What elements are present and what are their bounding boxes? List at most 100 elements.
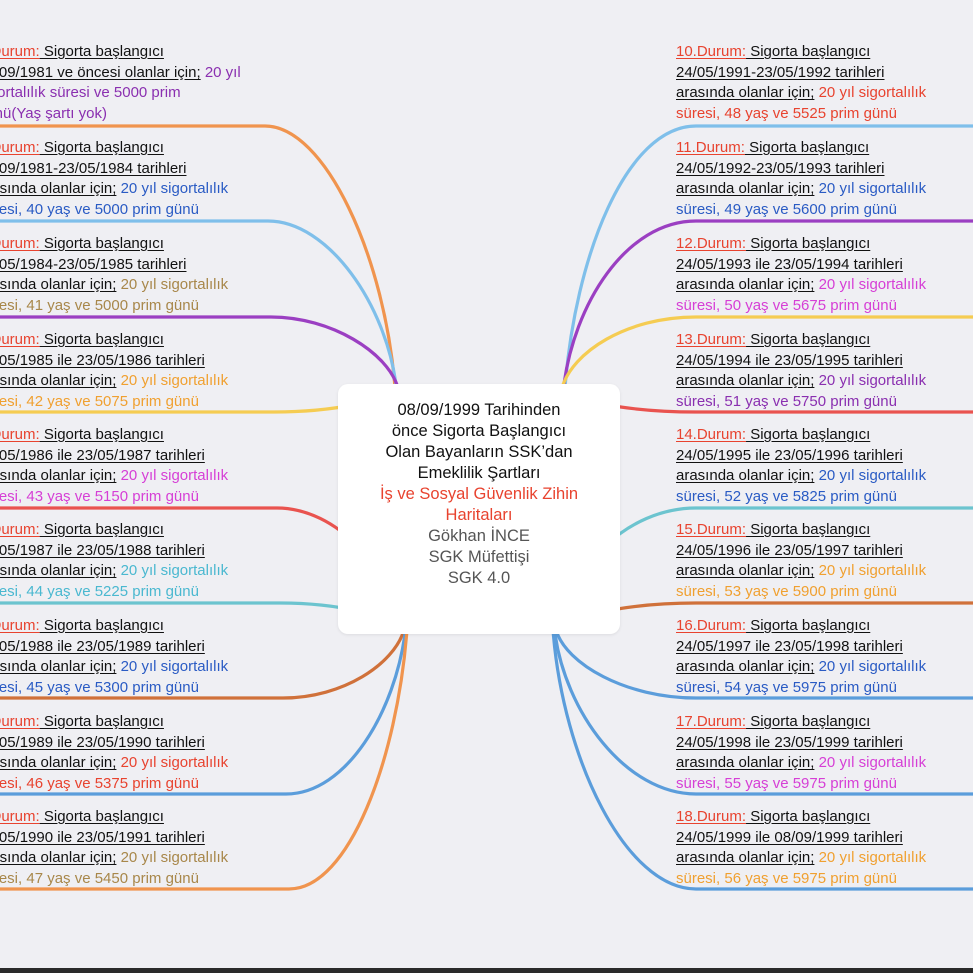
date-range: 24/05/1984-23/05/1985 tarihleri [0,255,187,273]
connector-line-9 [0,628,409,891]
durum-heading: Sigorta başlangıcı [744,139,870,156]
durum-heading: Sigorta başlangıcı [746,331,871,348]
applies-to-text: arasında olanlar için; [676,276,815,293]
date-range: 24/05/1985 ile 23/05/1986 tarihleri [0,351,205,369]
condition-text: süresi, 42 yaş ve 5075 prim günü [0,392,199,410]
connector-line-3 [0,315,400,390]
durum-heading: Sigorta başlangıcı [39,808,164,825]
condition-text: süresi, 44 yaş ve 5225 prim günü [0,582,199,600]
applies-to-text: arasında olanlar için; [676,467,815,484]
branch-node-3[interactable]: 3.Durum: Sigorta başlangıcı24/05/1984-23… [0,234,278,316]
condition-text: süresi, 53 yaş ve 5900 prim günü [676,582,897,600]
central-topic-box[interactable]: 08/09/1999 Tarihinden önce Sigorta Başla… [338,384,620,634]
condition-text: süresi, 54 yaş ve 5975 prim günü [676,678,897,696]
condition-text: süresi, 46 yaş ve 5375 prim günü [0,774,199,792]
condition-text: süresi, 45 yaş ve 5300 prim günü [0,678,199,696]
condition-text: 20 yıl sigortalılık [814,276,927,293]
condition-text: 20 yıl sigortalılık [814,658,927,675]
date-range: 24/05/1997 ile 23/05/1998 tarihleri [676,637,903,655]
date-range: 09/09/1981-23/05/1984 tarihleri [0,159,187,177]
date-range: 24/05/1996 ile 23/05/1997 tarihleri [676,541,903,559]
durum-number: 10.Durum: [676,43,747,60]
date-range: 24/05/1994 ile 23/05/1995 tarihleri [676,351,903,369]
condition-text: süresi, 51 yaş ve 5750 prim günü [676,392,897,410]
durum-number: 5.Durum: [0,426,40,443]
applies-to-text: arasında olanlar için; [676,658,815,675]
center-subtitle-line: Haritaları [445,506,513,524]
durum-heading: Sigorta başlangıcı [746,235,871,252]
branch-node-12[interactable]: 12.Durum: Sigorta başlangıcı 24/05/1993 i… [676,234,973,316]
center-subtitle-line: İş ve Sosyal Güvenlik Zihin [379,485,579,503]
condition-text: 20 yıl sigortalılık [116,467,229,484]
connector-line-16 [554,628,973,700]
durum-number: 18.Durum: [676,808,747,825]
condition-text: süresi, 43 yaş ve 5150 prim günü [0,487,199,505]
connector-line-7 [0,628,406,700]
connector-line-12 [560,315,973,390]
date-range: 24/05/1998 ile 23/05/1999 tarihleri [676,733,903,751]
connector-line-17 [552,628,973,796]
branch-node-13[interactable]: 13.Durum: Sigorta başlangıcı 24/05/1994 i… [676,330,973,412]
applies-to-text: arasında olanlar için; [0,849,117,866]
condition-text: 20 yıl sigortalılık [814,84,927,101]
durum-number: 2.Durum: [0,139,40,156]
date-range: 24/05/1993 ile 23/05/1994 tarihleri [676,255,903,273]
connector-line-11 [561,219,973,390]
branch-node-2[interactable]: 2.Durum: Sigorta başlangıcı 09/09/1981-23… [0,138,278,220]
condition-text: süresi, 49 yaş ve 5600 prim günü [676,200,897,218]
durum-heading: Sigorta başlangıcı [39,43,164,60]
condition-text: süresi, 41 yaş ve 5000 prim günü [0,296,199,314]
durum-number: 16.Durum: [676,617,747,634]
condition-text: 20 yıl sigortalılık [116,372,229,389]
durum-heading: Sigorta başlangıcı [39,617,164,634]
durum-number: 13.Durum: [676,331,747,348]
applies-to-text: arasında olanlar için; [676,372,815,389]
condition-text: süresi, 47 yaş ve 5450 prim günü [0,869,199,887]
center-author-line: SGK Müfettişi [428,548,530,566]
applies-to-text: arasında olanlar için; [0,658,117,675]
connector-line-18 [551,628,973,891]
durum-number: 14.Durum: [676,426,747,443]
applies-to-text: arasında olanlar için; [676,562,815,579]
applies-to-text: arasında olanlar için; [676,180,815,197]
durum-heading: Sigorta başlangıcı [746,43,871,60]
durum-number: 1.Durum: [0,43,40,60]
condition-text: süresi, 55 yaş ve 5975 prim günü [676,774,897,792]
condition-text: süresi, 50 yaş ve 5675 prim günü [676,296,897,314]
durum-number: 12.Durum: [676,235,747,252]
center-author-line: Gökhan İNCE [428,527,530,545]
center-author-line: SGK 4.0 [447,569,511,587]
condition-text: 20 yıl sigortalılık [814,562,927,579]
durum-number: 7.Durum: [0,617,40,634]
date-range: 24/05/1995 ile 23/05/1996 tarihleri [676,446,903,464]
condition-text: 20 yıl sigortalılık [814,372,927,389]
durum-heading: Sigorta başlangıcı [39,139,164,156]
date-range: 24/05/1987 ile 23/05/1988 tarihleri [0,541,205,559]
applies-to-text: arasında olanlar için; [676,849,815,866]
applies-to-text: arasında olanlar için; [0,562,117,579]
condition-text: süresi, 52 yaş ve 5825 prim günü [676,487,897,505]
durum-heading: Sigorta başlangıcı [39,521,164,538]
center-title-line: önce Sigorta Başlangıcı [391,422,567,440]
condition-text: 20 yıl sigortalılık [814,849,927,866]
applies-to-text: arasında olanlar için; [676,754,815,771]
center-title-line: Olan Bayanların SSK’dan [385,443,573,461]
durum-heading: Sigorta başlangıcı [746,521,871,538]
durum-number: 4.Durum: [0,331,40,348]
center-title-line: Emeklilik Şartları [417,464,541,482]
condition-text: süresi, 40 yaş ve 5000 prim günü [0,200,199,218]
